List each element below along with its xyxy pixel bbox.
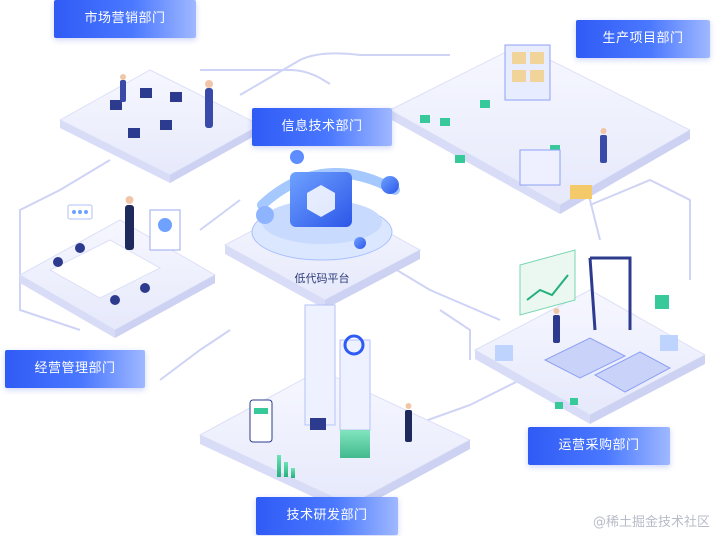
- watermark: @稀土掘金技术社区: [592, 515, 710, 530]
- production-platform: [388, 44, 692, 214]
- label-procurement[interactable]: 运营采购部门: [528, 427, 670, 465]
- label-it[interactable]: 信息技术部门: [252, 108, 392, 146]
- label-production[interactable]: 生产项目部门: [576, 20, 710, 58]
- marketing-platform: [58, 69, 262, 183]
- label-management[interactable]: 经营管理部门: [5, 350, 145, 388]
- management-platform: [18, 196, 217, 338]
- lowcode-platform: [223, 150, 422, 309]
- center-platform-label: 低代码平台: [294, 272, 350, 285]
- decor-cubes: [555, 398, 578, 409]
- rnd-platform: [198, 304, 472, 514]
- label-rnd[interactable]: 技术研发部门: [256, 497, 398, 535]
- label-marketing[interactable]: 市场营销部门: [54, 0, 196, 38]
- procurement-platform: [473, 249, 707, 424]
